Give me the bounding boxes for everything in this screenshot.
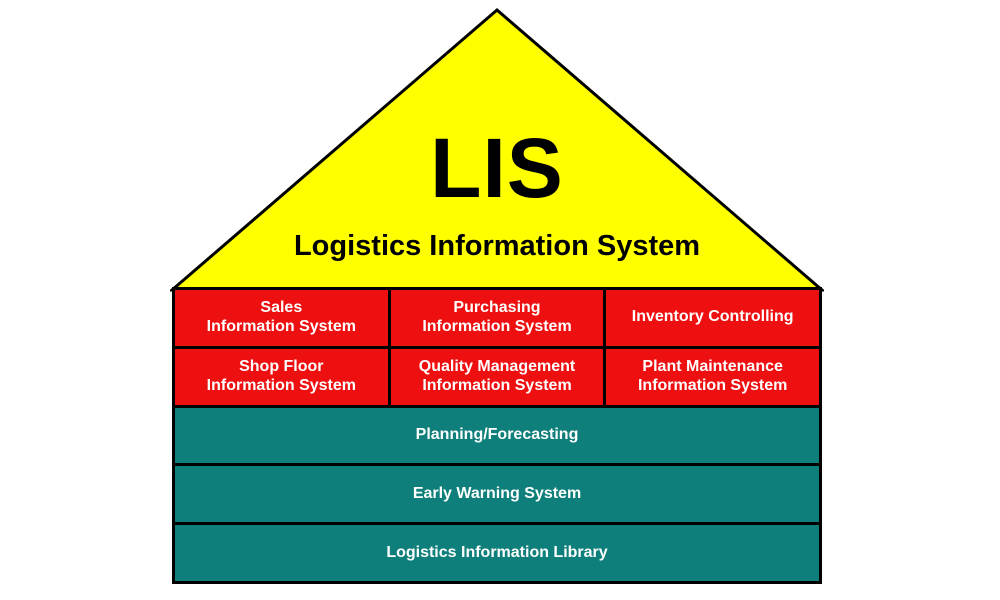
module-cell-shop-floor-information-system: Shop Floor Information System (175, 348, 388, 405)
foundation-row-early-warning-system: Early Warning System (175, 466, 819, 523)
roof-triangle-shape (170, 8, 824, 292)
module-cell-sales-information-system: Sales Information System (175, 290, 388, 346)
roof-triangle (170, 8, 824, 292)
module-cell-quality-management-information-system: Quality Management Information System (390, 348, 604, 405)
module-cell-inventory-controlling: Inventory Controlling (606, 290, 819, 346)
diagram-body: Sales Information System Purchasing Info… (172, 287, 822, 584)
foundation-row-planning-forecasting: Planning/Forecasting (175, 407, 819, 464)
module-cell-purchasing-information-system: Purchasing Information System (390, 290, 604, 346)
module-cell-plant-maintenance-information-system: Plant Maintenance Information System (606, 348, 819, 405)
foundation-row-logistics-information-library: Logistics Information Library (175, 525, 819, 581)
